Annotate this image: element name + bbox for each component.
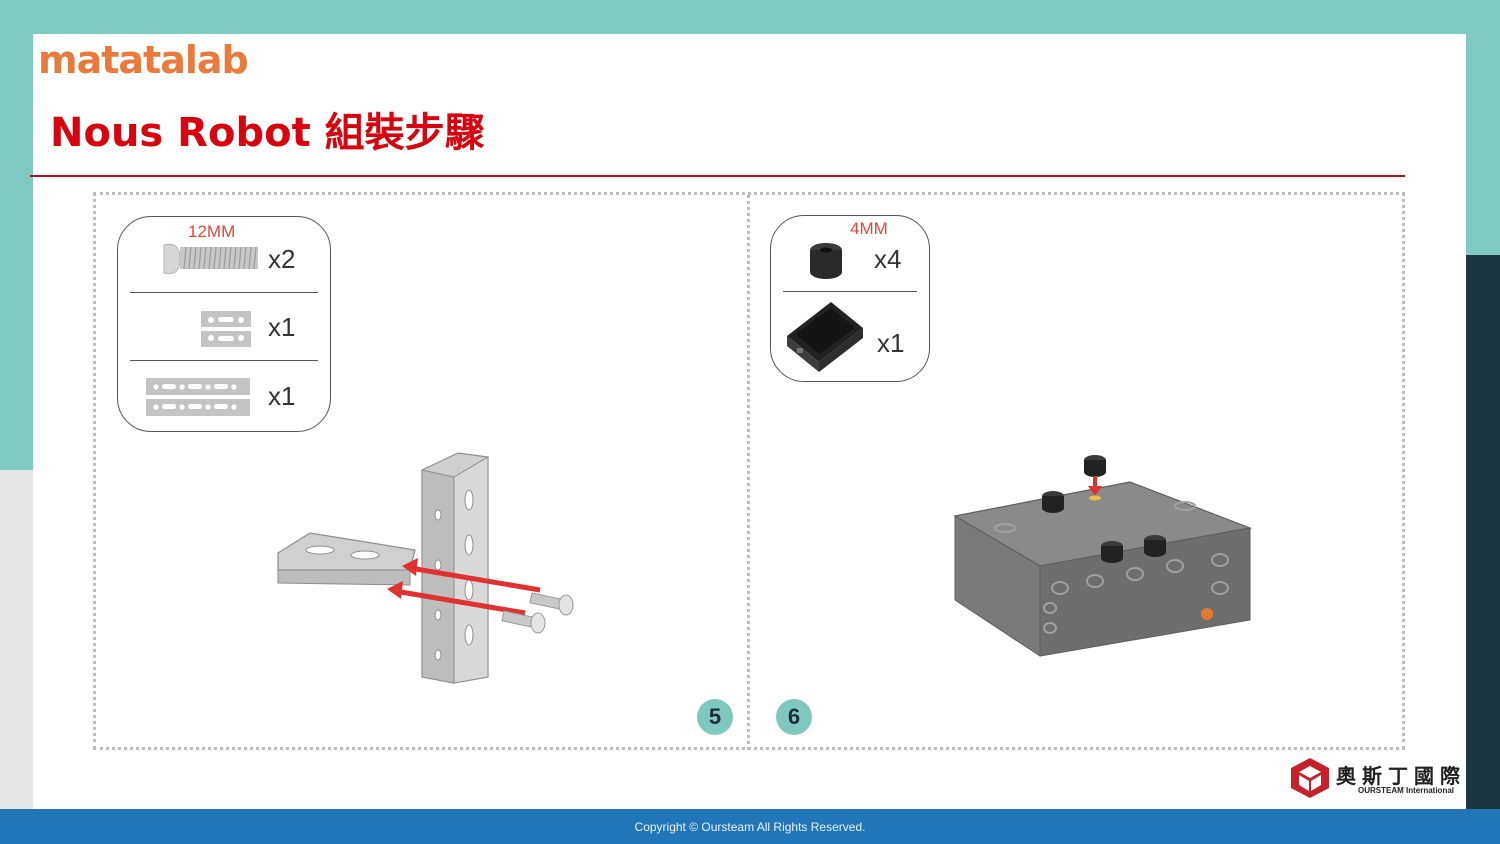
step6-assembly-illustration xyxy=(953,455,1253,657)
step-number-5: 5 xyxy=(697,699,733,735)
step-divider xyxy=(747,195,750,750)
oursteam-cube-logo xyxy=(1291,758,1329,798)
long-plate-icon xyxy=(146,378,250,416)
parts-separator xyxy=(783,291,917,292)
long-plate-qty: x1 xyxy=(268,381,296,411)
step6-parts-box xyxy=(770,215,930,382)
company-name-cn: 奧斯丁國際 xyxy=(1336,764,1466,788)
company-name-en: OURSTEAM International xyxy=(1358,786,1455,795)
small-plate-qty: x1 xyxy=(268,312,296,342)
small-plate-icon xyxy=(201,311,251,347)
screw-size-label: 12MM xyxy=(188,222,236,241)
control-box-icon xyxy=(787,302,863,372)
screw-icon xyxy=(163,243,258,275)
background-dark-band xyxy=(1460,255,1500,815)
page-title: Nous Robot 組裝步驟 xyxy=(50,110,485,156)
parts-separator xyxy=(130,360,318,361)
nut-icon xyxy=(810,243,842,279)
matatalab-logo: matatalab xyxy=(38,38,249,82)
nut-size-label: 4MM xyxy=(850,219,888,238)
copyright-text: Copyright © Oursteam All Rights Reserved… xyxy=(634,820,866,834)
parts-separator xyxy=(130,292,318,293)
step-number-6: 6 xyxy=(776,699,812,735)
screw-qty: x2 xyxy=(268,244,296,274)
step5-assembly-illustration xyxy=(277,452,574,684)
control-box-qty: x1 xyxy=(877,328,905,358)
footer-bar xyxy=(0,809,1500,844)
title-underline xyxy=(30,175,1405,177)
nut-qty: x4 xyxy=(874,244,902,274)
